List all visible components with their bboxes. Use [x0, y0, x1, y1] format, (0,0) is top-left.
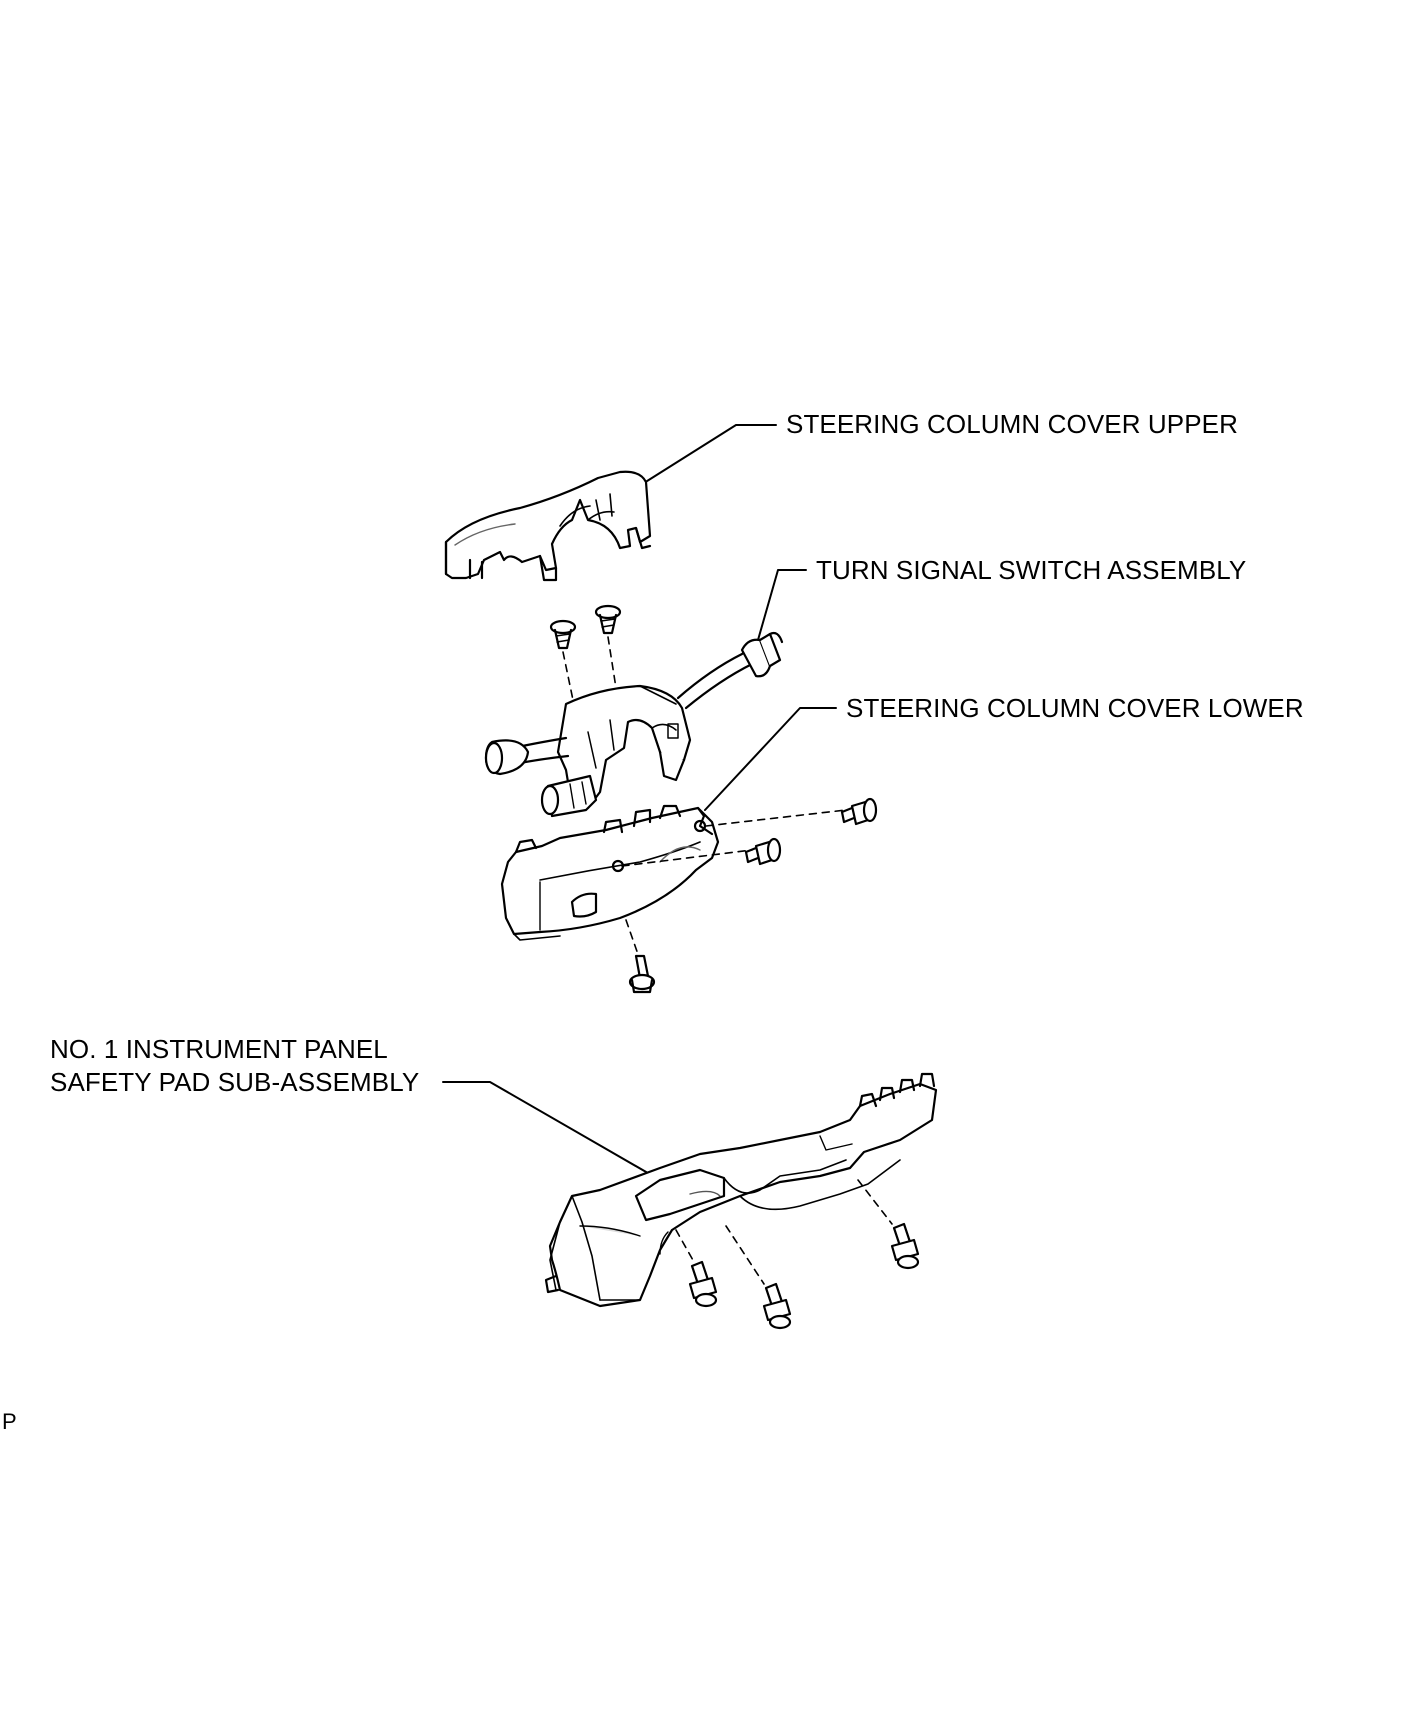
corner-mark: P [2, 1409, 17, 1434]
leader-cover-lower [704, 707, 837, 811]
bolt-safety-pad-middle [762, 1282, 792, 1330]
dashed-guides-lower [621, 809, 847, 961]
screw-switch-right [594, 604, 622, 635]
instrument-panel-safety-pad-drawing [544, 1072, 938, 1308]
steering-column-cover-lower-drawing [500, 804, 720, 941]
label-steering-column-cover-upper: STEERING COLUMN COVER UPPER [786, 409, 1238, 439]
leader-lines [442, 424, 837, 1181]
dashed-guides-upper [562, 636, 617, 701]
bolt-safety-pad-right [890, 1222, 920, 1270]
steering-column-cover-upper-drawing [444, 470, 652, 582]
screw-lower-cover-right [840, 797, 878, 826]
label-turn-signal-switch-assembly: TURN SIGNAL SWITCH ASSEMBLY [816, 555, 1247, 585]
turn-signal-switch-drawing [484, 631, 784, 818]
label-steering-column-cover-lower: STEERING COLUMN COVER LOWER [846, 693, 1304, 723]
dashed-guides-safety-pad [675, 1179, 893, 1285]
leader-cover-upper [635, 424, 777, 489]
screw-lower-cover-middle [744, 837, 782, 866]
label-safety-pad-line2: SAFETY PAD SUB-ASSEMBLY [50, 1067, 420, 1097]
screw-switch-left [549, 619, 577, 650]
bolt-safety-pad-left [688, 1260, 718, 1308]
leader-turn-signal [757, 569, 807, 641]
leader-safety-pad [442, 1081, 661, 1181]
screw-lower-cover-bottom [628, 954, 656, 994]
label-safety-pad-line1: NO. 1 INSTRUMENT PANEL [50, 1034, 388, 1064]
